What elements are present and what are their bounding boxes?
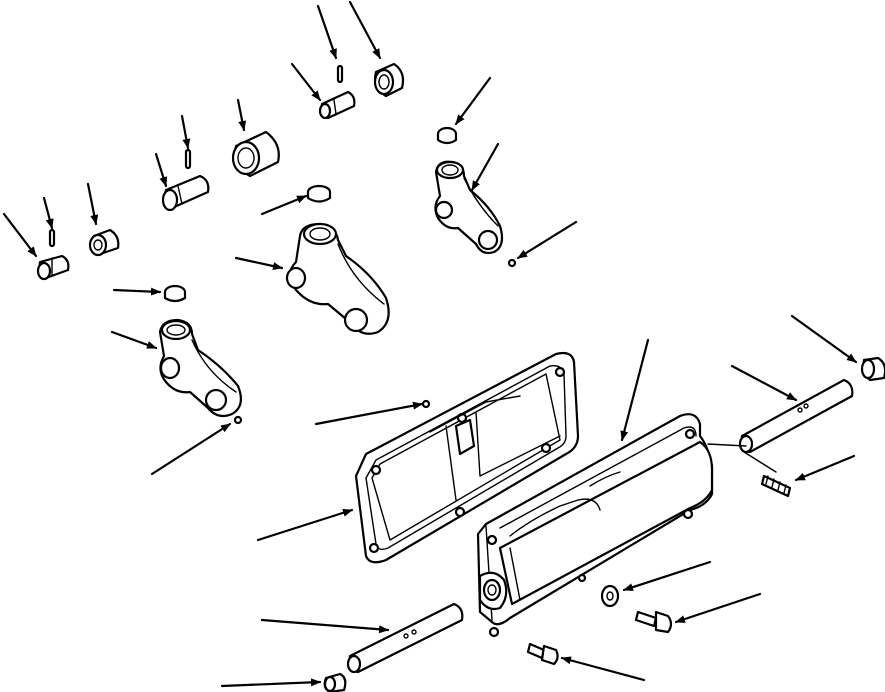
cap-rocker-right bbox=[436, 126, 458, 145]
callout-leader-14 bbox=[234, 256, 284, 270]
axis-line-right bbox=[707, 443, 747, 447]
rocker-arm-right bbox=[434, 160, 504, 255]
callout-leader-8 bbox=[316, 4, 338, 60]
callout-leader-6 bbox=[236, 98, 247, 132]
washer bbox=[600, 584, 620, 608]
callout-leader-24 bbox=[622, 560, 712, 592]
bushing-left bbox=[88, 228, 120, 257]
screw-right bbox=[760, 474, 792, 498]
axis-line-screw bbox=[743, 451, 777, 473]
gasket bbox=[354, 351, 580, 564]
plug-bottom bbox=[323, 672, 347, 692]
callout-leader-16 bbox=[110, 330, 158, 350]
callout-leader-1 bbox=[2, 212, 38, 258]
callout-leader-22 bbox=[730, 364, 798, 402]
ball-rocker-left bbox=[233, 415, 243, 425]
bushing-middle bbox=[231, 130, 280, 178]
callout-leader-26 bbox=[560, 656, 646, 682]
rocker-shaft-bottom bbox=[346, 602, 464, 674]
bushing-top bbox=[373, 62, 405, 98]
callout-leader-13 bbox=[260, 194, 308, 216]
rocker-housing bbox=[476, 413, 714, 638]
ball-rocker-right bbox=[507, 258, 517, 268]
plug-right bbox=[860, 356, 885, 382]
shaft-top bbox=[318, 90, 356, 120]
callout-leader-21 bbox=[790, 314, 858, 364]
rocker-arm-center bbox=[285, 222, 390, 335]
callout-leader-12 bbox=[516, 220, 578, 260]
small-shaft-left bbox=[36, 254, 70, 281]
pin-middle bbox=[184, 148, 192, 170]
callout-leader-15 bbox=[112, 287, 162, 296]
shaft-middle bbox=[161, 174, 210, 212]
pin-top bbox=[336, 64, 344, 84]
callout-leader-11 bbox=[470, 142, 500, 192]
callout-leader-7 bbox=[290, 62, 322, 102]
cap-rocker-left bbox=[163, 284, 187, 303]
callout-leader-28 bbox=[220, 678, 322, 688]
callout-leader-25 bbox=[674, 592, 762, 624]
callout-leader-4 bbox=[154, 152, 168, 188]
callout-leader-3 bbox=[86, 182, 99, 226]
callout-leader-20 bbox=[620, 338, 650, 442]
callout-leader-5 bbox=[180, 114, 191, 150]
callout-leader-27 bbox=[260, 618, 390, 634]
callout-leader-18 bbox=[314, 401, 424, 426]
callout-leaders bbox=[2, 0, 858, 688]
rocker-shaft-right bbox=[738, 378, 854, 454]
callout-leader-23 bbox=[794, 454, 856, 482]
callout-leader-9 bbox=[348, 0, 382, 60]
callout-leader-10 bbox=[454, 76, 492, 126]
callout-leader-2 bbox=[42, 196, 54, 230]
rocker-arm-left bbox=[158, 318, 243, 418]
pin-left bbox=[48, 228, 56, 248]
bolt-bottom bbox=[526, 642, 559, 666]
bolt-right bbox=[634, 610, 673, 634]
callout-leader-17 bbox=[150, 422, 232, 476]
cap-rocker-center bbox=[306, 184, 332, 203]
callout-leader-19 bbox=[256, 508, 354, 542]
